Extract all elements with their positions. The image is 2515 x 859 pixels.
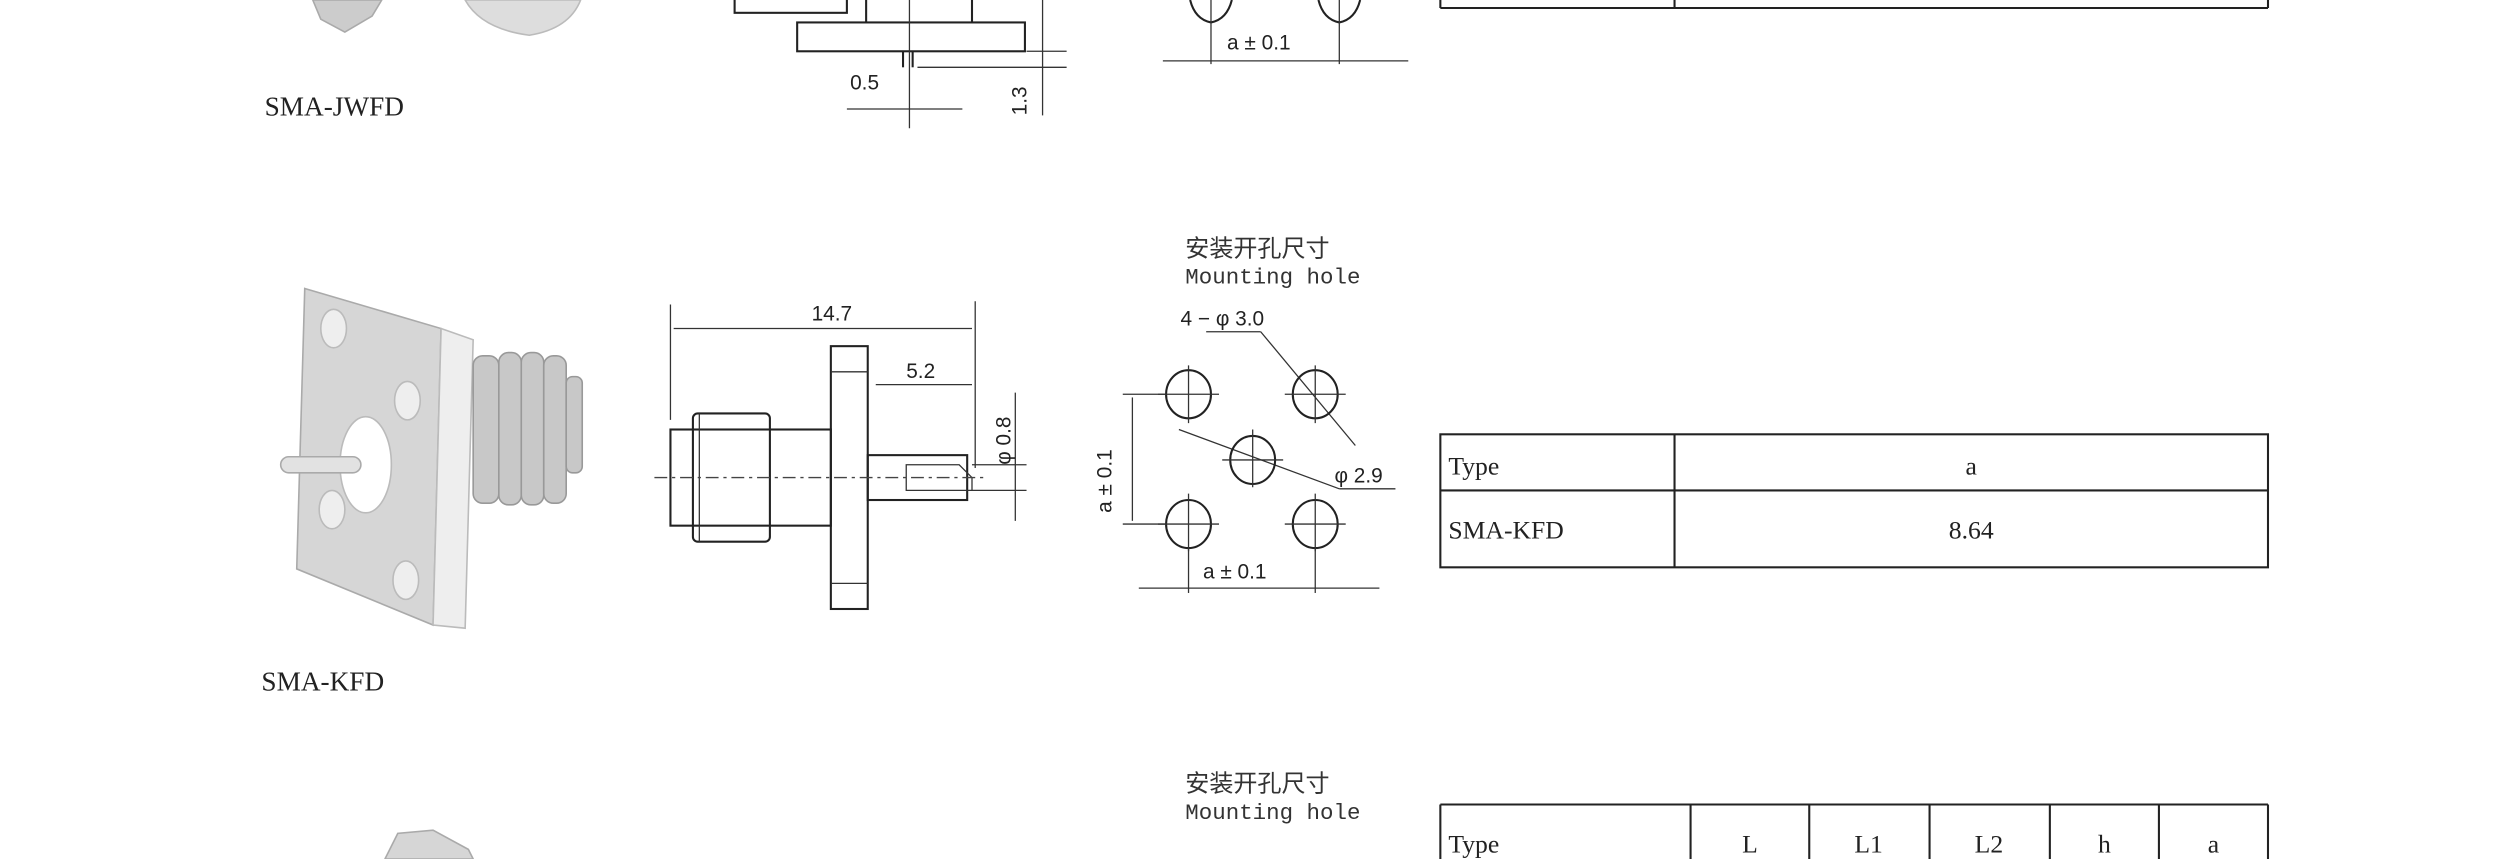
bottom-spec-table: Type L L1 L2 h a xyxy=(1439,803,2270,859)
mounting-hole-title-en: Mounting hole xyxy=(1185,265,1360,291)
table-header-a: a xyxy=(2208,830,2220,859)
kfd-dim-center-hole: φ 2.9 xyxy=(1334,464,1382,487)
kfd-dim-a-vertical: a ± 0.1 xyxy=(1094,449,1117,513)
table-header-l2: L2 xyxy=(1975,830,2003,859)
table-cell-a: 8.64 xyxy=(1949,515,1994,544)
kfd-dim-holes: 4 − φ 3.0 xyxy=(1181,307,1265,330)
jwfd-dim-a: a ± 0.1 xyxy=(1227,32,1291,55)
table-cell-type: SMA-KFD xyxy=(1448,515,1563,544)
jwfd-dim-height: 1.3 xyxy=(1009,86,1032,115)
kfd-side-drawing xyxy=(654,301,1027,611)
kfd-mounting-drawing xyxy=(1122,331,1396,593)
kfd-dim-pin-diameter: φ 0.8 xyxy=(992,417,1015,465)
jwfd-side-drawing xyxy=(733,0,1067,129)
jwfd-table-fragment xyxy=(1439,0,2270,10)
kfd-photo xyxy=(279,287,584,630)
kfd-dim-length: 14.7 xyxy=(812,303,853,326)
jwfd-dim-pin: 0.5 xyxy=(850,72,879,95)
kfd-spec-table: Type a SMA-KFD 8.64 xyxy=(1439,433,2270,569)
kfd-dim-pin-length: 5.2 xyxy=(906,360,935,383)
jwfd-photo xyxy=(311,0,582,37)
kfd-dim-a-horizontal: a ± 0.1 xyxy=(1203,561,1267,584)
product-label-jwfd: SMA-JWFD xyxy=(265,91,404,121)
mounting-hole-title-cn: 安装开孔尺寸 xyxy=(1185,234,1329,262)
table-header-type: Type xyxy=(1448,830,1499,859)
mounting-hole-title-en-2: Mounting hole xyxy=(1185,800,1360,826)
jwfd-mounting-drawing xyxy=(1162,0,1409,65)
mounting-hole-title-cn-2: 安装开孔尺寸 xyxy=(1185,770,1329,798)
product-label-kfd: SMA-KFD xyxy=(261,667,384,697)
bottom-photo-fragment xyxy=(384,829,475,859)
table-header-a: a xyxy=(1966,451,1978,480)
table-header-l1: L1 xyxy=(1854,830,1882,859)
table-header-h: h xyxy=(2098,830,2111,859)
table-header-l: L xyxy=(1742,830,1758,859)
table-header-type: Type xyxy=(1448,451,1499,480)
